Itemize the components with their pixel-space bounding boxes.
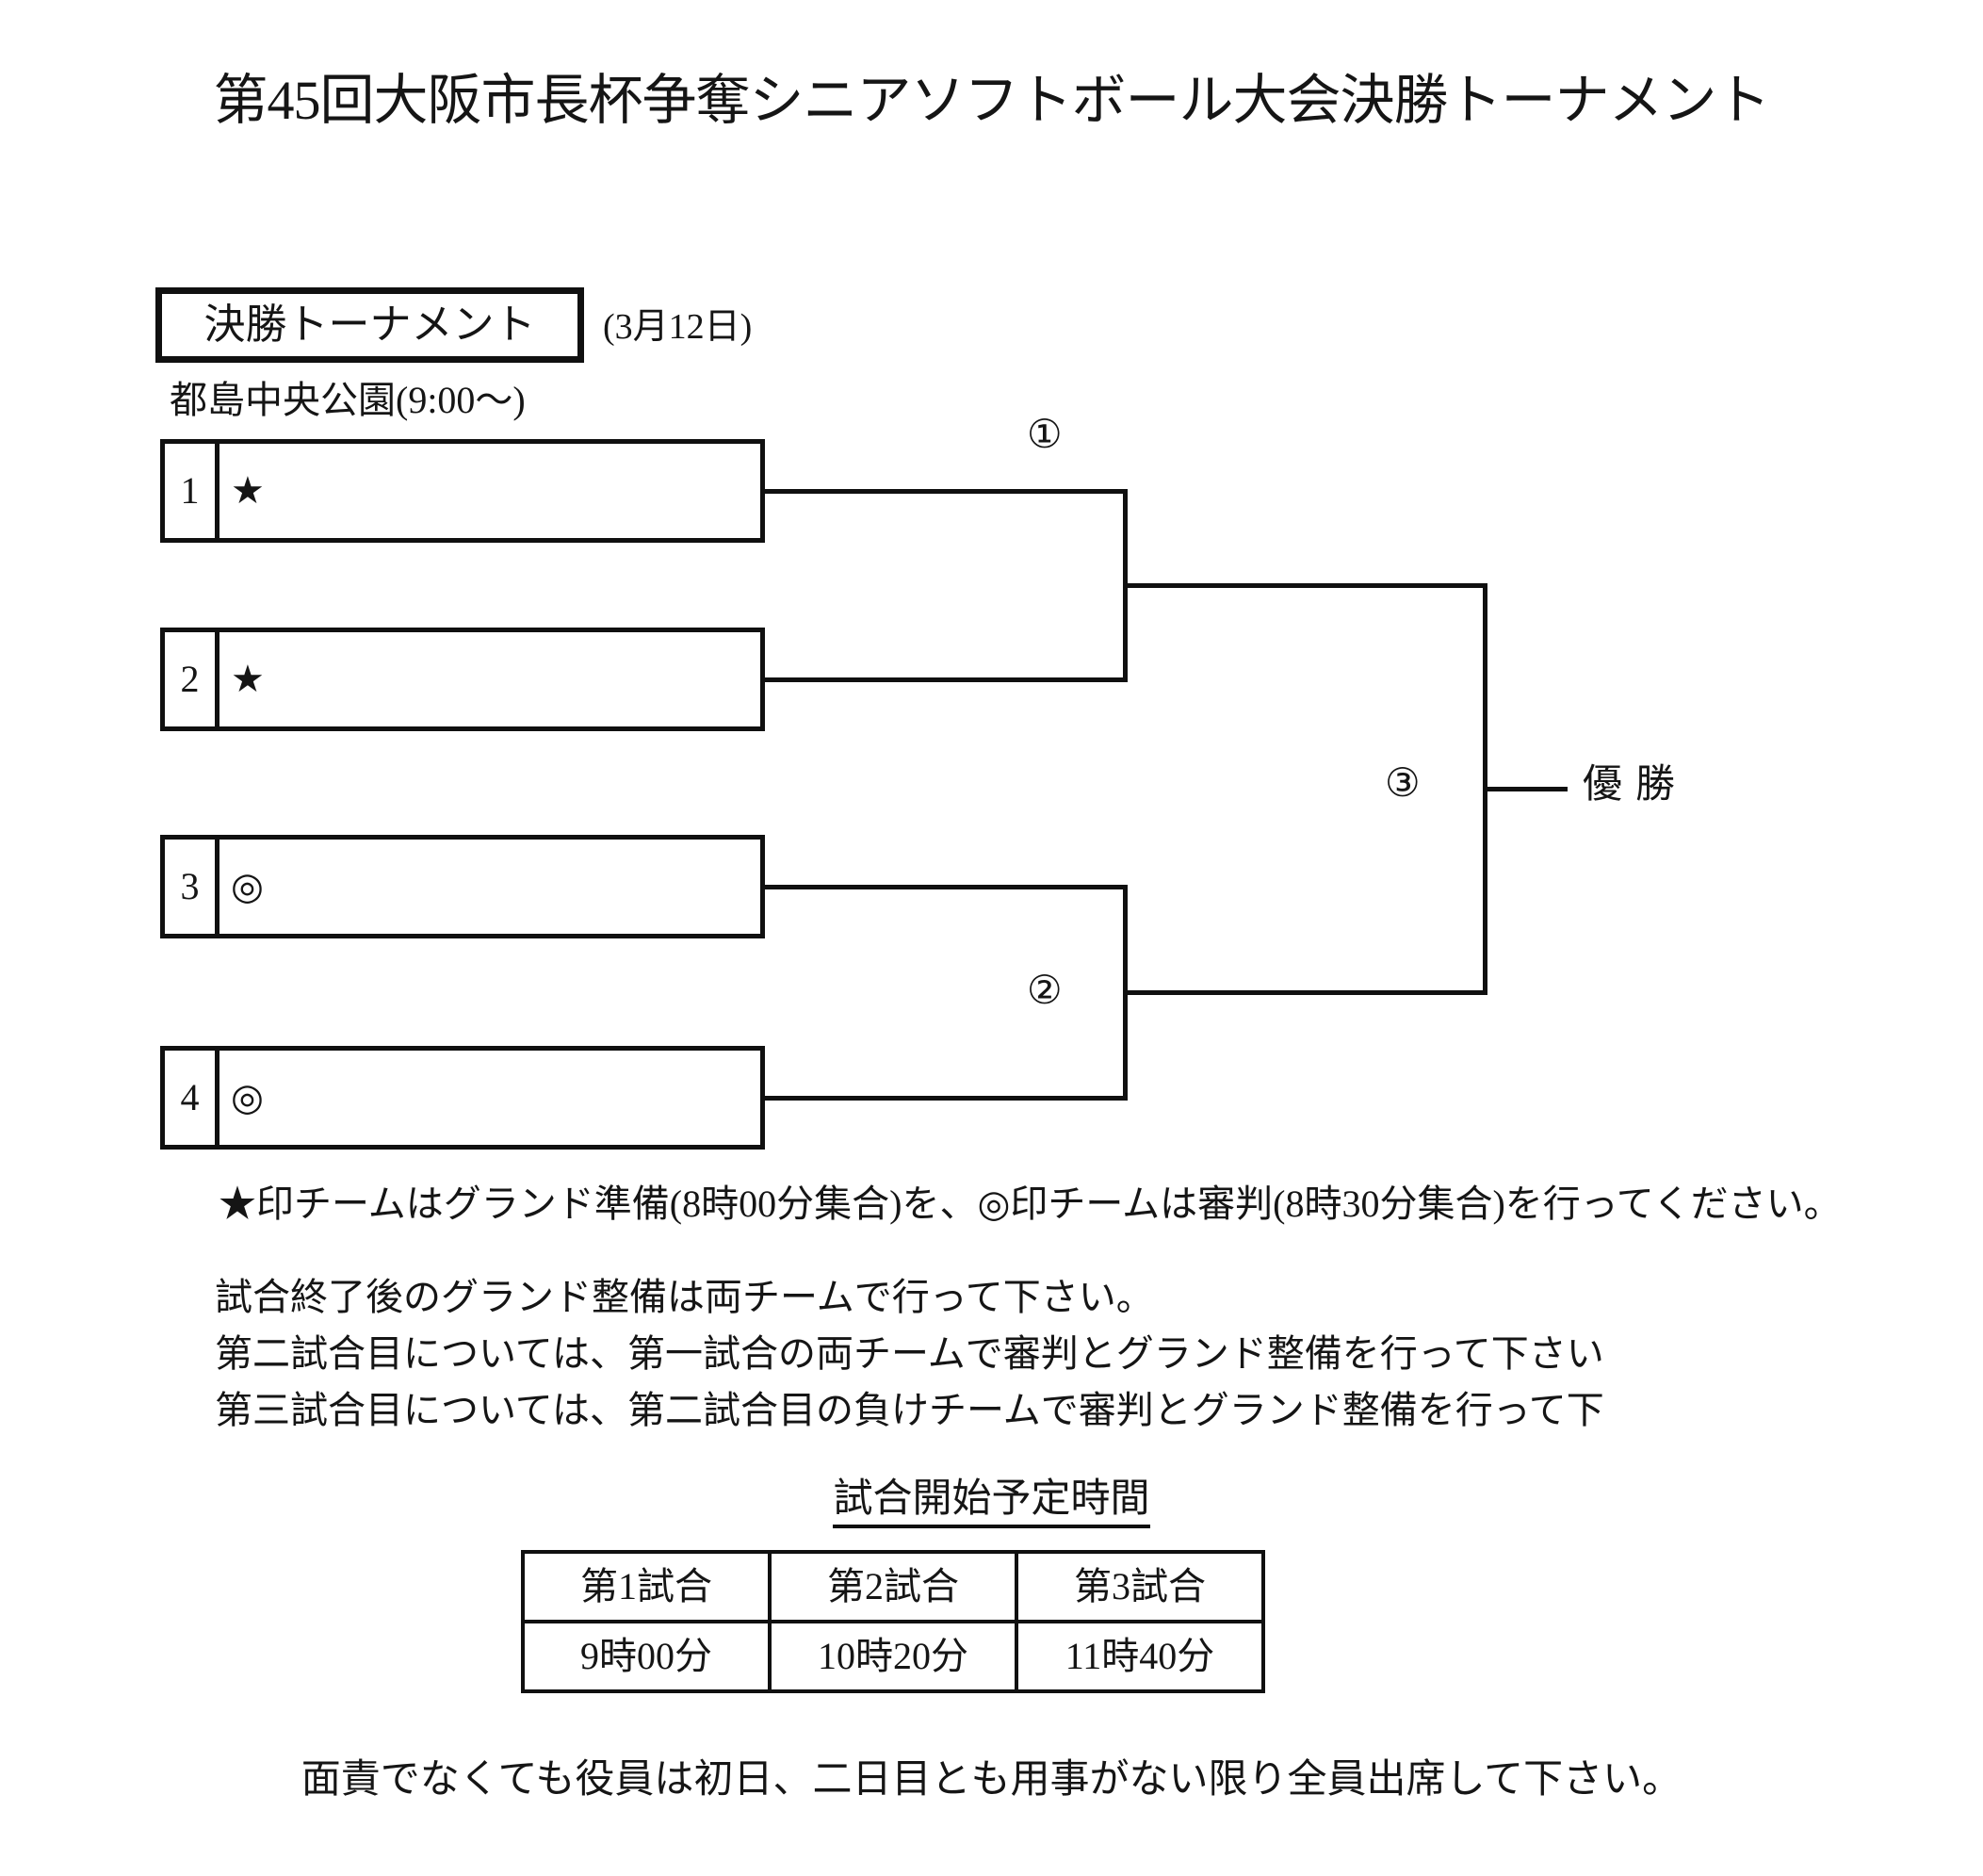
duty-mark-circle-icon: ◎ xyxy=(231,865,264,908)
instruction-line: 第二試合目については、第一試合の両チームで審判とグランド整備を行って下さい xyxy=(215,1332,1604,1375)
schedule-caption-text: 試合開始予定時間 xyxy=(833,1477,1150,1528)
stage-title-label: 決勝トーナメント xyxy=(203,302,536,348)
bracket-slot-3: 3 ◎ xyxy=(160,835,765,938)
page-title: 第45回大阪市長杯争奪シニアソフトボール大会決勝トーナメント xyxy=(213,70,1770,131)
table-cell-time: 11時40分 xyxy=(1015,1620,1265,1693)
champion-label: 優勝 xyxy=(1583,763,1689,807)
bracket-slot-4: 4 ◎ xyxy=(160,1046,765,1150)
slot-seed-number: 4 xyxy=(165,1051,219,1145)
connector-match2-to-final xyxy=(1123,990,1487,995)
duty-mark-star-icon: ★ xyxy=(231,469,265,513)
stage-date: (3月12日) xyxy=(603,307,753,347)
slot-body: ★ xyxy=(219,444,760,538)
stage-title-box: 決勝トーナメント xyxy=(155,287,584,363)
slot-seed-number: 3 xyxy=(165,840,219,934)
slot-seed-number: 1 xyxy=(165,444,219,538)
bracket-slot-1: 1 ★ xyxy=(160,439,765,543)
instruction-line: 第三試合目については、第二試合目の負けチームで審判とグランド整備を行って下 xyxy=(215,1389,1604,1431)
schedule-table: 第1試合 第2試合 第3試合 9時00分 10時20分 11時40分 xyxy=(521,1550,1265,1693)
slot-body: ◎ xyxy=(219,1051,760,1145)
table-cell-time: 10時20分 xyxy=(768,1620,1018,1693)
table-cell-time: 9時00分 xyxy=(521,1620,772,1693)
instruction-line: 試合終了後のグランド整備は両チームで行って下さい。 xyxy=(215,1276,1154,1318)
table-row-headers: 第1試合 第2試合 第3試合 xyxy=(521,1550,1265,1623)
slot-seed-number: 2 xyxy=(165,632,219,726)
duty-marks-note: ★印チームはグランド準備(8時00分集合)を、◎印チームは審判(8時30分集合)… xyxy=(219,1183,1842,1225)
table-header-cell: 第1試合 xyxy=(521,1550,772,1623)
instruction-notes: 試合終了後のグランド整備は両チームで行って下さい。 第二試合目については、第一試… xyxy=(215,1269,1604,1439)
connector-slot2-to-match1 xyxy=(765,677,1128,682)
footer-note: 面責でなくても役員は初日、二日目とも用事がない限り全員出席して下さい。 xyxy=(301,1758,1682,1802)
connector-match1-to-final xyxy=(1123,583,1487,588)
venue-label: 都島中央公園(9:00〜) xyxy=(170,379,526,421)
match-number-3: ③ xyxy=(1385,759,1421,806)
connector-slot4-to-match2 xyxy=(765,1096,1128,1101)
table-header-cell: 第2試合 xyxy=(768,1550,1018,1623)
bracket-slot-2: 2 ★ xyxy=(160,628,765,731)
table-header-cell: 第3試合 xyxy=(1015,1550,1265,1623)
schedule-caption: 試合開始予定時間 xyxy=(0,1477,1983,1528)
slot-body: ★ xyxy=(219,632,760,726)
connector-slot1-to-match1 xyxy=(765,489,1128,494)
connector-final-to-champion xyxy=(1483,787,1568,791)
duty-mark-star-icon: ★ xyxy=(231,658,265,701)
match-number-2: ② xyxy=(1027,967,1063,1013)
duty-mark-circle-icon: ◎ xyxy=(231,1076,264,1119)
connector-slot3-to-match2 xyxy=(765,885,1128,889)
match-number-1: ① xyxy=(1027,411,1063,457)
table-row-times: 9時00分 10時20分 11時40分 xyxy=(521,1620,1265,1693)
slot-body: ◎ xyxy=(219,840,760,934)
